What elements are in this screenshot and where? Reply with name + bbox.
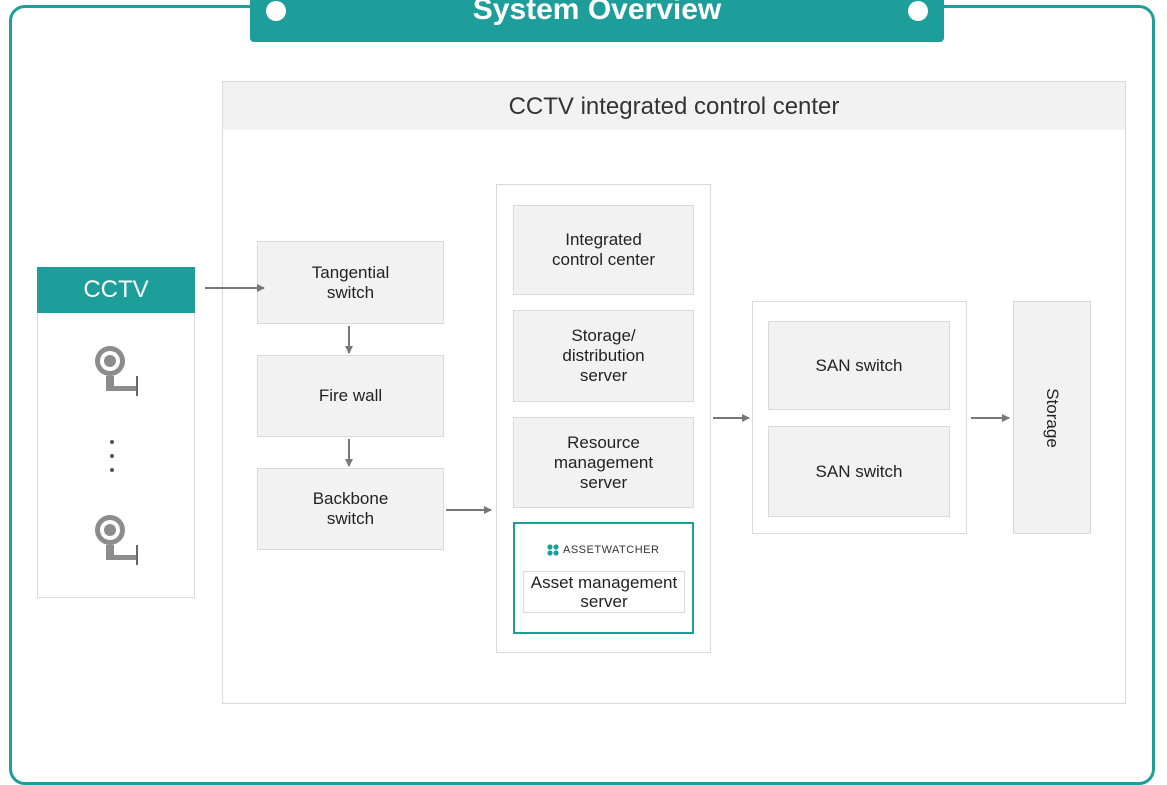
cctv-header: CCTV [37, 267, 195, 313]
tangential-switch-box: Tangential switch [257, 241, 444, 324]
connection-arrows [205, 284, 1010, 514]
san-switch-2-box: SAN switch [768, 426, 950, 517]
storage-box: Storage [1013, 301, 1091, 534]
san-switch-1-box: SAN switch [768, 321, 950, 410]
banner-dot-left [266, 1, 286, 21]
storage-distribution-server-box: Storage/ distribution server [513, 310, 694, 402]
asset-management-server-box: ASSETWATCHER Asset management server [513, 522, 694, 634]
backbone-switch-box: Backbone switch [257, 468, 444, 550]
asset-management-server-label: Asset management server [523, 571, 685, 613]
assetwatcher-logo: ASSETWATCHER [547, 544, 659, 556]
title-banner: System Overview [250, 0, 944, 42]
camera-icon [95, 515, 138, 565]
integrated-control-center-box: Integrated control center [513, 205, 694, 295]
vertical-ellipsis-icon [110, 440, 116, 480]
assetwatcher-logo-text: ASSETWATCHER [563, 544, 660, 556]
banner-dot-right [908, 1, 928, 21]
fire-wall-box: Fire wall [257, 355, 444, 437]
camera-icon [95, 346, 138, 396]
page-title: System Overview [472, 0, 722, 26]
assetwatcher-logo-icon [547, 544, 559, 556]
control-center-header: CCTV integrated control center [222, 81, 1126, 131]
resource-management-server-box: Resource management server [513, 417, 694, 508]
